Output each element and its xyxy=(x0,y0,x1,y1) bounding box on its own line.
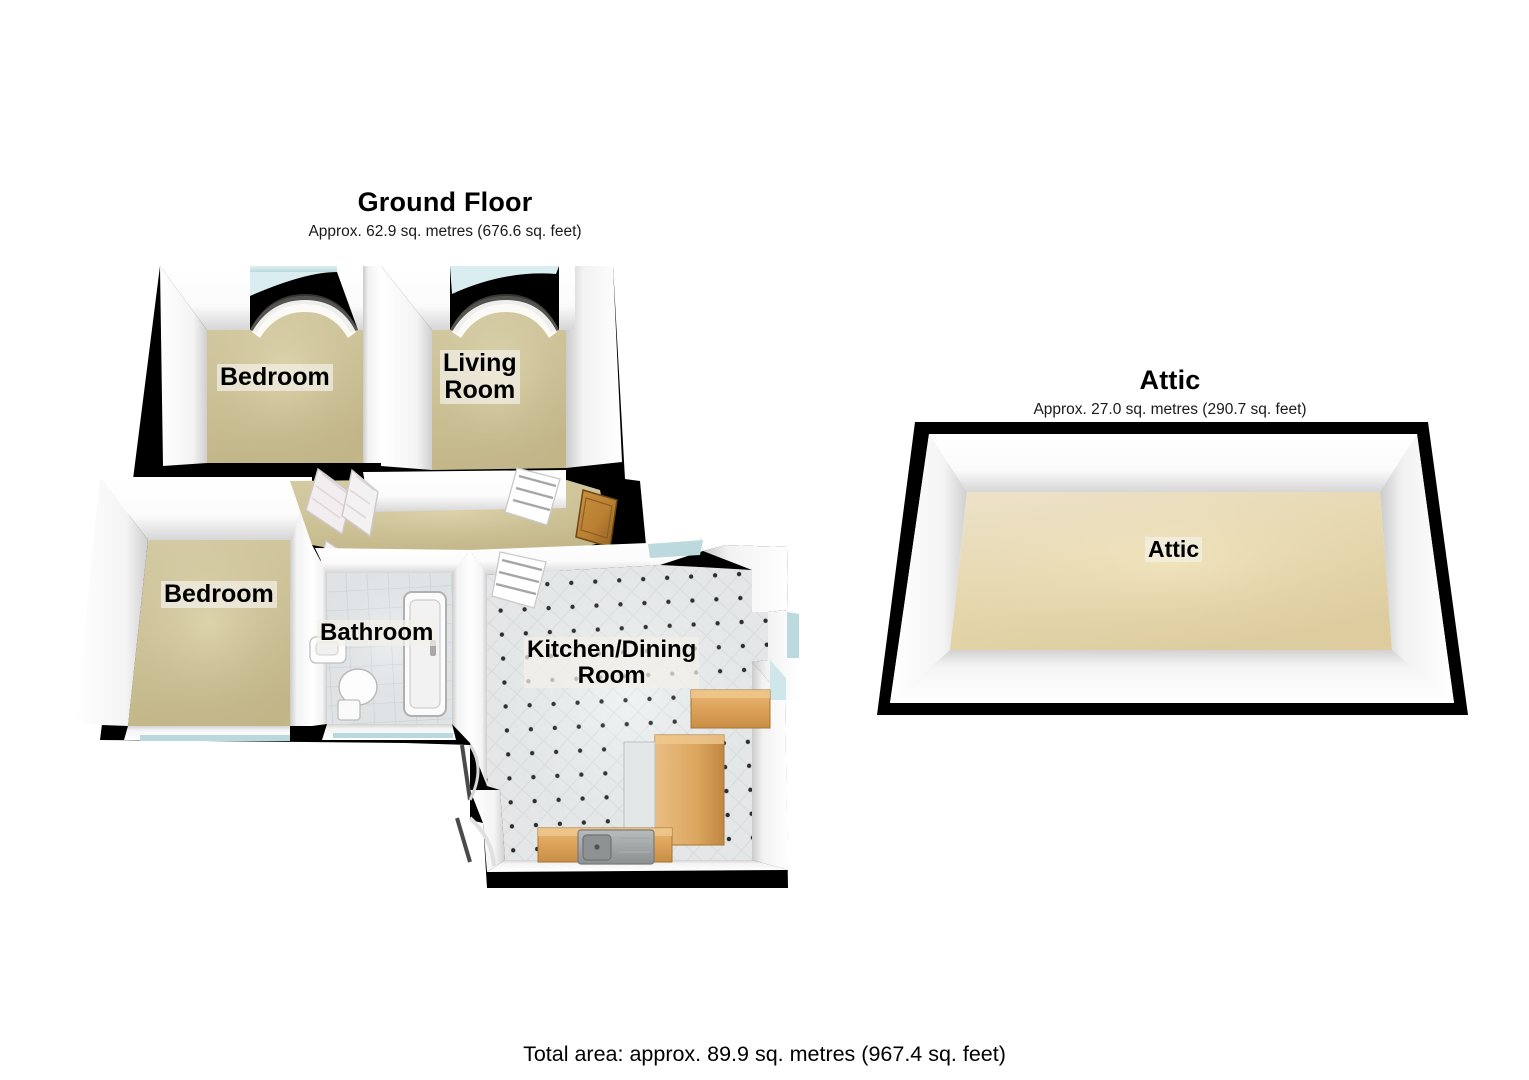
kitchen-window-right-glass xyxy=(787,612,799,658)
kitchen-counter-upper-right xyxy=(690,689,771,729)
bedroom-1-bay-window-reveal xyxy=(250,266,337,272)
kitchen-wall-bottom xyxy=(487,860,788,872)
front-door[interactable] xyxy=(575,489,618,548)
bedroom-1-bay-window-arch xyxy=(250,294,358,332)
bedroom-1-wall-top-right xyxy=(337,266,363,330)
attic-plan xyxy=(877,422,1468,715)
kitchen-door-upper[interactable] xyxy=(460,744,480,801)
bedroom-1-bay-window-glass xyxy=(250,266,337,296)
kitchen-counter-vertical xyxy=(623,734,725,846)
bathtub xyxy=(403,591,447,717)
room-label-bedroom-2: Bedroom xyxy=(161,581,277,608)
room-bedroom-2 xyxy=(75,477,312,741)
kitchen-door-lower[interactable] xyxy=(455,816,496,867)
room-kitchen-dining xyxy=(455,538,800,872)
kitchen-window-top-glass xyxy=(648,540,703,558)
interior-door-bedroom-1[interactable] xyxy=(305,467,353,536)
attic-area: Approx. 27.0 sq. metres (290.7 sq. feet) xyxy=(1033,400,1307,418)
attic-wall-left xyxy=(890,434,967,703)
total-area-text: Total area: approx. 89.9 sq. metres (967… xyxy=(523,1042,1006,1066)
bedroom-1-wall-top-left xyxy=(160,266,250,330)
bedroom-2-wall-right xyxy=(290,477,312,726)
interior-door-hall-2[interactable] xyxy=(341,468,379,538)
kitchen-sink xyxy=(577,829,655,865)
room-hallway xyxy=(290,467,618,601)
kitchen-wall-right-upper xyxy=(703,545,788,612)
living-room-bay-window-sill xyxy=(452,300,557,338)
living-room-wall-top-right xyxy=(559,266,575,330)
room-label-bedroom-1: Bedroom xyxy=(217,364,333,391)
living-room-wall-top-left xyxy=(381,266,450,330)
bedroom-2-window-glass xyxy=(140,735,290,741)
living-room-bay-window-glass xyxy=(450,266,559,294)
ground-floor-title-block: Ground Floor Approx. 62.9 sq. metres (67… xyxy=(199,187,691,241)
living-room-bay-window-arch xyxy=(450,294,559,332)
kitchen-wall-left-lower xyxy=(470,790,505,872)
ground-floor-title: Ground Floor xyxy=(357,187,533,217)
attic-title: Attic xyxy=(1139,365,1201,395)
room-label-bathroom: Bathroom xyxy=(317,620,437,646)
bedroom-1-wall-left xyxy=(160,266,207,466)
room-label-living-room: Living Room xyxy=(440,350,520,404)
bathroom-wall-right xyxy=(452,550,470,743)
radiator-living-room xyxy=(504,467,561,526)
attic-title-block: Attic Approx. 27.0 sq. metres (290.7 sq.… xyxy=(970,365,1370,419)
bathroom-wall-top xyxy=(315,548,470,573)
room-living-room xyxy=(381,266,622,470)
bedroom-1-bay-window-sill xyxy=(252,300,356,338)
living-room-wall-right xyxy=(566,266,622,468)
bathroom-window-glass xyxy=(333,733,453,738)
kitchen-window-right2-glass xyxy=(770,660,786,700)
bedroom-2-wall-top xyxy=(100,477,312,540)
radiator-kitchen xyxy=(491,551,547,609)
ground-floor-area: Approx. 62.9 sq. metres (676.6 sq. feet) xyxy=(308,222,582,240)
attic-wall-top xyxy=(929,434,1417,492)
attic-floor-shading xyxy=(950,492,1392,650)
ground-floor-plan xyxy=(75,266,800,888)
bedroom-2-shading xyxy=(128,540,290,726)
room-label-kitchen-dining: Kitchen/Dining Room xyxy=(524,637,700,689)
living-room-wall-left xyxy=(381,266,432,470)
attic-wall-right xyxy=(1380,434,1454,703)
kitchen-wall-left-upper xyxy=(470,550,487,786)
bedroom-1-wall-right xyxy=(363,266,381,463)
toilet xyxy=(337,668,378,721)
room-label-attic: Attic xyxy=(1145,537,1203,562)
bedroom-2-wall-left xyxy=(75,477,148,726)
room-bathroom xyxy=(309,545,470,743)
attic-wall-bottom xyxy=(890,650,1454,703)
